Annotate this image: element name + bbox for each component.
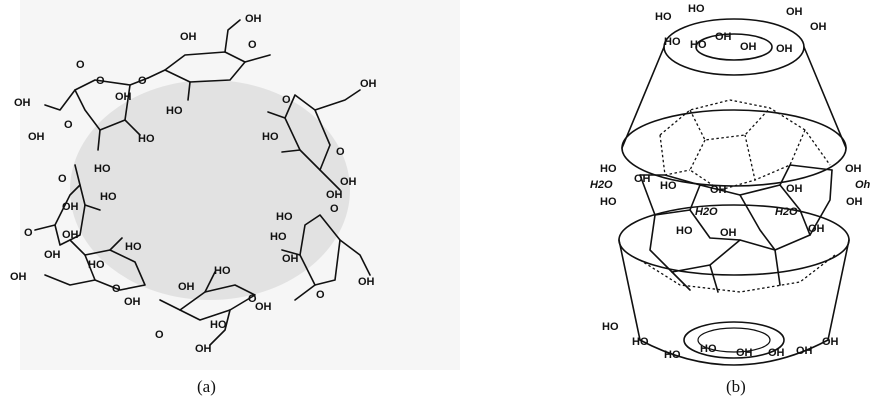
label-b-bottom-5: OH bbox=[736, 347, 753, 359]
label-b-top-5: OH bbox=[810, 21, 827, 33]
label-a-ho-4: HO bbox=[214, 265, 231, 277]
label-a-oh-12: OH bbox=[14, 97, 31, 109]
label-b-top-3: OH bbox=[786, 6, 803, 18]
label-b-top-9: OH bbox=[715, 31, 732, 43]
label-a-ho-11: HO bbox=[100, 191, 117, 203]
label-b-bottom-1: HO bbox=[632, 336, 649, 348]
label-b-side-13: H2O bbox=[775, 206, 798, 218]
label-a-o-11: O bbox=[58, 173, 67, 185]
top-cyclodextrin bbox=[621, 18, 847, 187]
label-a-oh-8: OH bbox=[178, 281, 195, 293]
label-a-oh-7: OH bbox=[195, 343, 212, 355]
label-a-o-4: O bbox=[336, 146, 345, 158]
label-a-o-14: O bbox=[76, 59, 85, 71]
label-a-o-12: O bbox=[96, 75, 105, 87]
glucose-unit-3 bbox=[281, 214, 371, 301]
label-b-side-10: OH bbox=[710, 184, 727, 196]
glucose-unit-7 bbox=[44, 77, 149, 151]
label-a-o-10: O bbox=[24, 227, 33, 239]
label-a-ho-7: HO bbox=[138, 133, 155, 145]
label-b-top-1: HO bbox=[655, 11, 672, 23]
label-b-side-3: OH bbox=[634, 173, 651, 185]
label-a-ho-6: HO bbox=[94, 163, 111, 175]
label-a-oh-18: OH bbox=[180, 31, 197, 43]
caption-a: (a) bbox=[197, 377, 216, 396]
glucose-unit-2 bbox=[267, 89, 361, 191]
label-b-top-8: OH bbox=[776, 43, 793, 55]
label-b-side-9: OH bbox=[720, 227, 737, 239]
panel-a-background bbox=[20, 0, 460, 370]
label-a-o-8: O bbox=[248, 293, 257, 305]
label-b-bottom-8: HO bbox=[602, 321, 619, 333]
glucose-unit-5 bbox=[44, 237, 146, 291]
label-b-bottom-3: HO bbox=[664, 349, 681, 361]
label-a-o-5: O bbox=[330, 203, 339, 215]
label-a-ho-8: HO bbox=[276, 211, 293, 223]
label-a-o-9: O bbox=[112, 283, 121, 295]
label-b-side-14: HO bbox=[660, 180, 677, 192]
label-a-oh-3: OH bbox=[360, 78, 377, 90]
label-a-oh-4: OH bbox=[326, 189, 343, 201]
caption-b: (b) bbox=[726, 377, 746, 396]
label-b-side-8: HO bbox=[676, 225, 693, 237]
label-b-bottom-2: OH bbox=[822, 336, 839, 348]
label-a-o-6: O bbox=[316, 289, 325, 301]
label-a-oh-17: OH bbox=[44, 249, 61, 261]
label-b-side-7: OH bbox=[846, 196, 863, 208]
label-b-top-2: HO bbox=[688, 3, 705, 15]
label-a-o-13: O bbox=[64, 119, 73, 131]
label-a-oh-15: OH bbox=[255, 301, 272, 313]
label-a-oh-1: OH bbox=[245, 13, 262, 25]
label-a-ho-5: HO bbox=[125, 241, 142, 253]
label-a-o-1: O bbox=[248, 39, 257, 51]
label-b-side-2: H2O bbox=[590, 179, 613, 191]
bottom-cyclodextrin bbox=[618, 204, 850, 366]
label-b-bottom-4: OH bbox=[796, 345, 813, 357]
label-a-oh-11: OH bbox=[62, 201, 79, 213]
label-a-oh-2: OH bbox=[115, 91, 132, 103]
glucose-unit-1 bbox=[147, 19, 271, 101]
label-a-oh-10: OH bbox=[62, 229, 79, 241]
label-a-ho-10: HO bbox=[88, 259, 105, 271]
label-b-side-6: Oh bbox=[855, 179, 871, 191]
label-a-ho-3: HO bbox=[270, 231, 287, 243]
label-b-side-12: H2O bbox=[695, 206, 718, 218]
cyclodextrin-structure: OH O HO O OH OH O HO O OH OH O HO O OH O… bbox=[10, 13, 377, 396]
label-b-side-1: HO bbox=[600, 163, 617, 175]
label-b-bottom-6: HO bbox=[700, 343, 717, 355]
glucose-unit-4 bbox=[159, 271, 256, 346]
label-a-ho-1: HO bbox=[166, 105, 183, 117]
label-a-o-3: O bbox=[282, 94, 291, 106]
label-b-side-15: OH bbox=[808, 223, 825, 235]
label-a-ho-9: HO bbox=[210, 319, 227, 331]
label-a-oh-6: OH bbox=[282, 253, 299, 265]
label-a-ho-2: HO bbox=[262, 131, 279, 143]
inclusion-complex: HO HO OH HO OH HO OH OH OH HO OH HO OH O… bbox=[590, 3, 871, 396]
label-a-oh-16: OH bbox=[124, 296, 141, 308]
label-a-o-7: O bbox=[155, 329, 164, 341]
fullerene-cage bbox=[639, 99, 836, 293]
label-b-side-4: HO bbox=[600, 196, 617, 208]
label-b-side-5: OH bbox=[845, 163, 862, 175]
label-b-top-4: HO bbox=[664, 36, 681, 48]
label-b-top-7: OH bbox=[740, 41, 757, 53]
label-b-bottom-7: OH bbox=[768, 347, 785, 359]
label-b-side-11: OH bbox=[786, 183, 803, 195]
label-a-o-2: O bbox=[138, 75, 147, 87]
label-a-oh-5: OH bbox=[358, 276, 375, 288]
glucose-unit-6 bbox=[34, 164, 101, 246]
label-a-oh-13: OH bbox=[28, 131, 45, 143]
label-a-oh-14: OH bbox=[340, 176, 357, 188]
label-b-top-6: HO bbox=[690, 39, 707, 51]
label-a-oh-9: OH bbox=[10, 271, 27, 283]
